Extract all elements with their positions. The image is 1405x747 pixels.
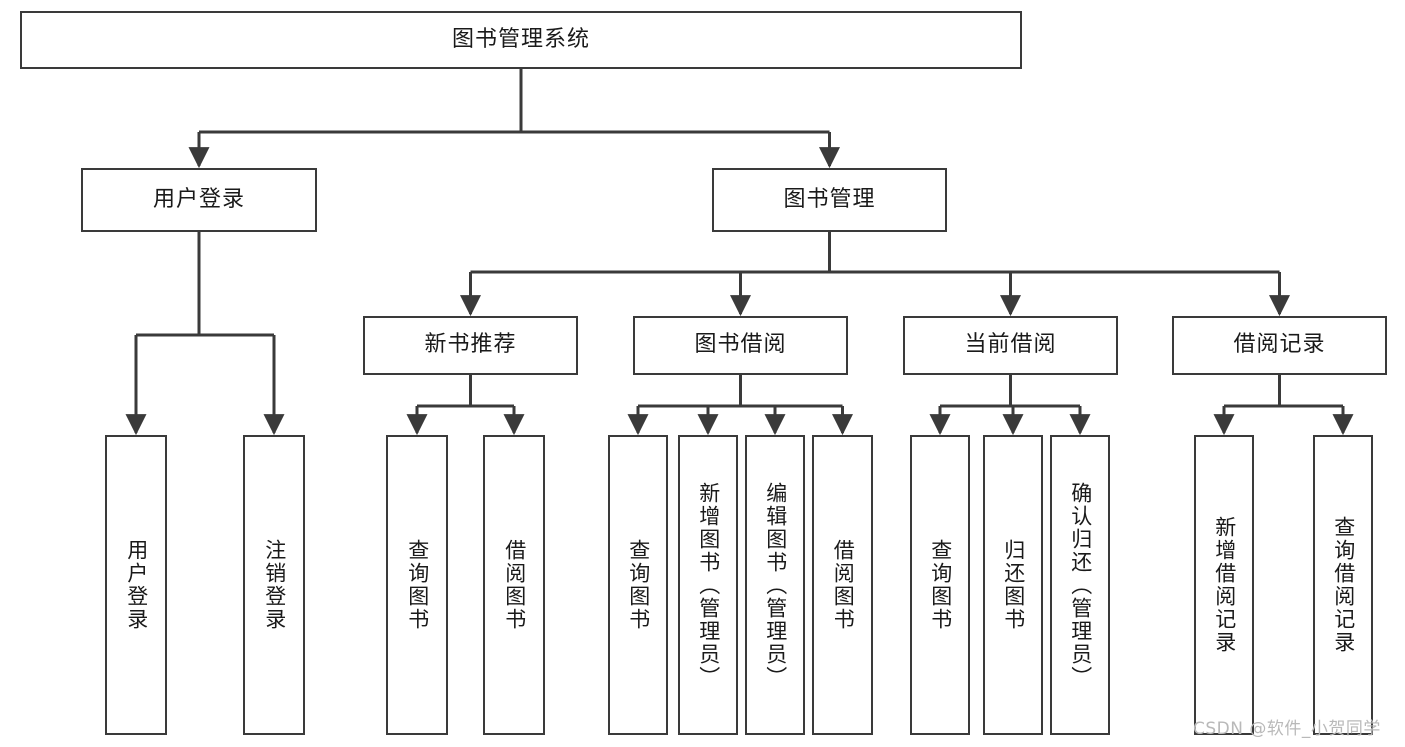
node-label-leaf-user-login: 用户登录 <box>124 539 149 631</box>
node-label-leaf-borrow-book-1: 借阅图书 <box>502 539 527 631</box>
node-new-book-recommend[interactable]: 新书推荐 <box>363 316 578 375</box>
node-label-leaf-query-book-3: 查询图书 <box>928 539 953 631</box>
node-label-root: 图书管理系统 <box>451 26 590 52</box>
node-leaf-query-book-3[interactable]: 查询图书 <box>910 435 970 735</box>
node-leaf-add-record[interactable]: 新增借阅记录 <box>1194 435 1254 735</box>
node-leaf-query-book-2[interactable]: 查询图书 <box>608 435 668 735</box>
node-root[interactable]: 图书管理系统 <box>20 11 1022 69</box>
node-user-login[interactable]: 用户登录 <box>81 168 317 232</box>
node-book-management[interactable]: 图书管理 <box>712 168 947 232</box>
node-current-borrow[interactable]: 当前借阅 <box>903 316 1118 375</box>
node-borrow-record[interactable]: 借阅记录 <box>1172 316 1387 375</box>
node-leaf-confirm-return[interactable]: 确认归还（管理员） <box>1050 435 1110 735</box>
node-label-leaf-logout: 注销登录 <box>262 539 287 631</box>
node-leaf-user-login[interactable]: 用户登录 <box>105 435 167 735</box>
node-leaf-query-book-1[interactable]: 查询图书 <box>386 435 448 735</box>
node-leaf-logout[interactable]: 注销登录 <box>243 435 305 735</box>
node-leaf-query-record[interactable]: 查询借阅记录 <box>1313 435 1373 735</box>
node-label-user-login: 用户登录 <box>152 186 245 212</box>
node-label-leaf-edit-book: 编辑图书（管理员） <box>763 481 788 689</box>
node-label-current-borrow: 当前借阅 <box>964 332 1057 358</box>
node-label-leaf-confirm-return: 确认归还（管理员） <box>1068 481 1093 689</box>
node-label-leaf-add-book: 新增图书（管理员） <box>696 481 721 689</box>
node-label-book-borrow: 图书借阅 <box>694 332 787 358</box>
node-label-borrow-record: 借阅记录 <box>1233 332 1326 358</box>
node-label-leaf-borrow-book-2: 借阅图书 <box>831 539 856 631</box>
node-leaf-add-book[interactable]: 新增图书（管理员） <box>678 435 738 735</box>
node-leaf-borrow-book-1[interactable]: 借阅图书 <box>483 435 545 735</box>
node-label-leaf-return-book: 归还图书 <box>1001 539 1026 631</box>
node-book-borrow[interactable]: 图书借阅 <box>633 316 848 375</box>
node-label-leaf-query-book-2: 查询图书 <box>626 539 651 631</box>
node-leaf-borrow-book-2[interactable]: 借阅图书 <box>812 435 873 735</box>
watermark-text: CSDN @软件_小贺同学 <box>1193 719 1381 739</box>
node-label-leaf-add-record: 新增借阅记录 <box>1212 516 1237 654</box>
node-label-leaf-query-record: 查询借阅记录 <box>1331 516 1356 654</box>
node-leaf-edit-book[interactable]: 编辑图书（管理员） <box>745 435 805 735</box>
node-label-leaf-query-book-1: 查询图书 <box>405 539 430 631</box>
node-leaf-return-book[interactable]: 归还图书 <box>983 435 1043 735</box>
node-label-new-book-recommend: 新书推荐 <box>424 332 517 358</box>
node-label-book-management: 图书管理 <box>783 186 876 212</box>
